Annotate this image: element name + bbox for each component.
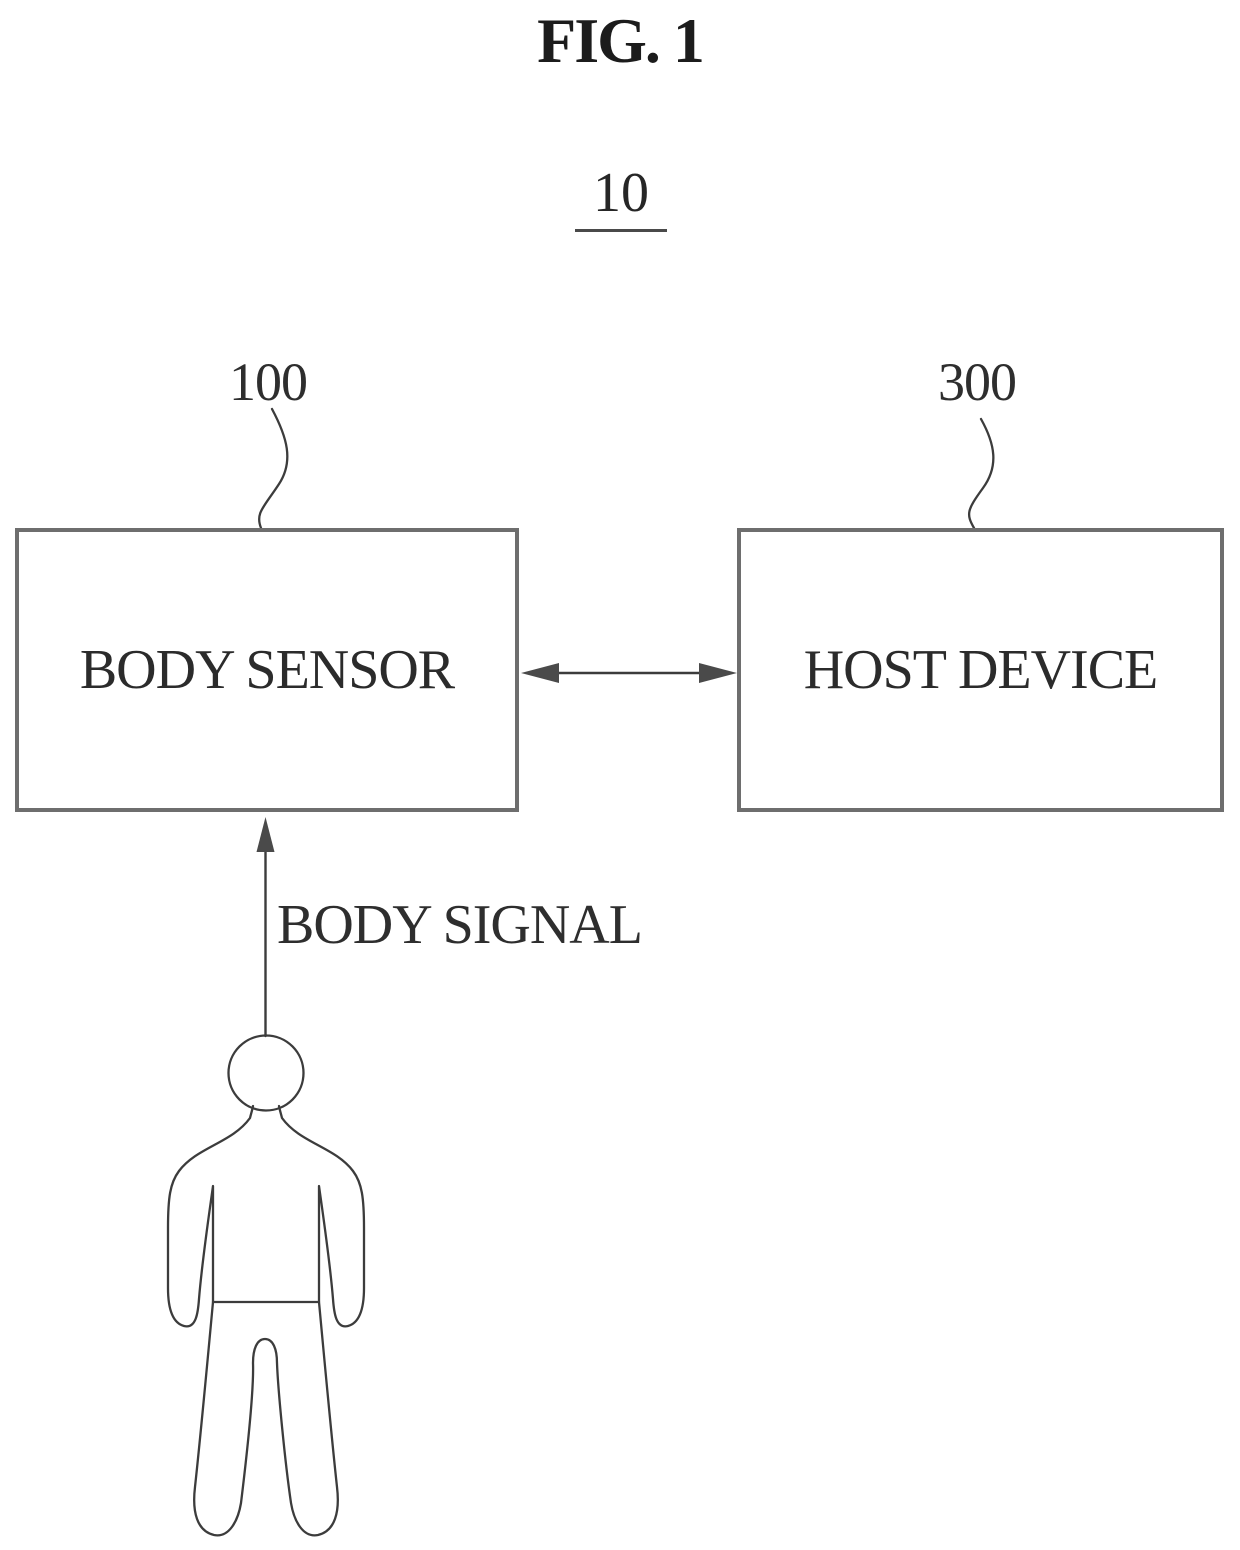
- host-device-label: HOST DEVICE: [803, 639, 1159, 701]
- body-sensor-label: BODY SENSOR: [79, 639, 455, 701]
- host-device-box: HOST DEVICE: [737, 528, 1224, 812]
- ref-label-host-device: 300: [938, 352, 1017, 412]
- body-signal-label: BODY SIGNAL: [277, 894, 643, 956]
- ref-300-leader-line: [967, 417, 995, 530]
- ref-100-leader-line: [258, 407, 289, 530]
- person-figure: [166, 1034, 366, 1537]
- arrowhead-left-icon: [521, 663, 559, 683]
- ref-label-body-sensor: 100: [229, 352, 308, 412]
- figure-title: FIG. 1: [537, 5, 705, 76]
- person-head: [227, 1034, 305, 1112]
- body-signal-arrow: [256, 817, 275, 1038]
- person-torso: [166, 1104, 366, 1328]
- arrowhead-up-icon: [256, 817, 275, 852]
- bidirectional-arrow: [521, 663, 737, 683]
- person-legs: [193, 1300, 339, 1537]
- arrowhead-right-icon: [699, 663, 737, 683]
- body-sensor-box: BODY SENSOR: [15, 528, 519, 812]
- figure-number: 10: [575, 161, 667, 232]
